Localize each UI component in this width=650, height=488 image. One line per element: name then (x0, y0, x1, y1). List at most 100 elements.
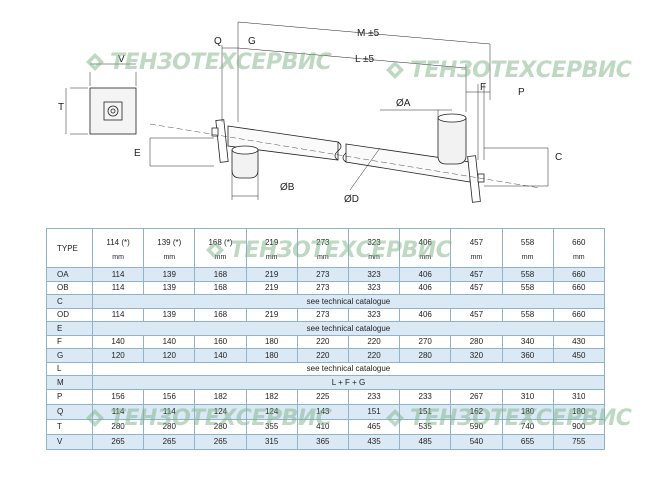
value-cell: 168 (194, 280, 247, 295)
value-cell: 151 (399, 403, 452, 420)
value-cell: 180 (245, 348, 298, 363)
unit-label: mm (572, 254, 585, 261)
value-cell: 219 (245, 307, 298, 322)
value-cell: 140 (143, 334, 196, 349)
size-header-cell: 457 mm (450, 228, 503, 268)
value-cell: 270 (399, 334, 452, 349)
value-cell: 120 (91, 348, 145, 363)
dim-label-f: F (480, 82, 486, 93)
dim-label-q: Q (214, 36, 222, 47)
value-cell: 267 (450, 388, 503, 405)
value-cell: 340 (501, 334, 554, 349)
spanned-value-cell: see technical catalogue (92, 321, 605, 336)
value-cell: 114 (91, 280, 145, 295)
dim-label-l: L ±5 (355, 54, 374, 65)
unit-label: mm (317, 254, 329, 261)
value-cell: 143 (296, 403, 349, 420)
value-cell: 220 (347, 348, 401, 363)
value-cell: 219 (245, 280, 298, 295)
value-cell: 457 (450, 280, 503, 295)
dim-label-p: P (518, 87, 525, 98)
spanned-value-cell: L + F + G (92, 375, 605, 390)
unit-label: mm (265, 254, 278, 261)
value-cell: 323 (347, 307, 401, 322)
value-cell: 114 (91, 267, 145, 282)
dim-label-m: M ±5 (357, 28, 380, 39)
unit-label: mm (163, 254, 176, 261)
unit-label: mm (470, 254, 483, 261)
value-cell: 540 (450, 433, 503, 450)
value-cell: 435 (347, 433, 401, 450)
dim-label-ob: ØB (280, 182, 295, 193)
unit-label: mm (521, 254, 534, 261)
value-cell: 156 (91, 388, 145, 405)
row-label-cell: P (46, 388, 93, 405)
value-cell: 182 (194, 388, 247, 405)
value-cell: 273 (296, 280, 349, 295)
value-cell: 114 (91, 403, 145, 420)
value-cell: 220 (296, 334, 349, 349)
size-header-cell: 168 (*)mm (194, 228, 247, 268)
value-cell: 590 (450, 418, 503, 435)
value-cell: 219 (245, 267, 298, 282)
row-label-cell: Q (46, 403, 93, 420)
value-cell: 233 (399, 388, 452, 405)
value-cell: 140 (91, 334, 145, 349)
value-cell: 360 (501, 348, 554, 363)
value-cell: 168 (194, 307, 247, 322)
value-cell: 558 (501, 280, 554, 295)
value-cell: 156 (143, 388, 196, 405)
value-cell: 124 (245, 403, 298, 420)
size-label: 406 (418, 238, 432, 247)
value-cell: 660 (552, 267, 605, 282)
value-cell: 220 (347, 334, 401, 349)
dim-label-od: ØD (344, 194, 359, 205)
size-label: 457 (469, 238, 484, 247)
value-cell: 280 (450, 334, 503, 349)
value-cell: 558 (501, 267, 554, 282)
value-cell: 310 (552, 388, 605, 405)
value-cell: 124 (194, 403, 247, 420)
row-label-cell: E (46, 321, 93, 336)
value-cell: 182 (245, 388, 298, 405)
value-cell: 365 (296, 433, 349, 450)
value-cell: 220 (296, 348, 349, 363)
row-label-cell: L (46, 361, 93, 376)
value-cell: 355 (245, 418, 298, 435)
size-header-cell: 139 (*) mm (143, 228, 196, 268)
value-cell: 280 (194, 418, 247, 435)
technical-drawing: V T (58, 21, 562, 205)
value-cell: 180 (501, 403, 554, 420)
size-label: 139 (*) (157, 238, 182, 247)
value-cell: 465 (347, 418, 401, 435)
unit-label: mm (112, 254, 124, 261)
value-cell: 660 (552, 280, 605, 295)
size-label: 168 (*) (208, 238, 233, 247)
value-cell: 225 (296, 388, 349, 405)
size-header-cell: 114 (*) mm (91, 228, 145, 268)
value-cell: 151 (347, 403, 401, 420)
size-label: 558 (520, 238, 535, 247)
value-cell: 280 (399, 348, 452, 363)
row-label-cell: F (46, 334, 93, 349)
size-header-cell: 558 mm (501, 228, 554, 268)
value-cell: 114 (143, 403, 196, 420)
row-label-cell: OA (46, 267, 93, 282)
size-label: 323 (367, 238, 381, 247)
value-cell: 655 (501, 433, 554, 450)
row-label-cell: OD (46, 307, 93, 322)
size-label: 114 (*) (106, 238, 130, 247)
value-cell: 755 (552, 433, 605, 450)
